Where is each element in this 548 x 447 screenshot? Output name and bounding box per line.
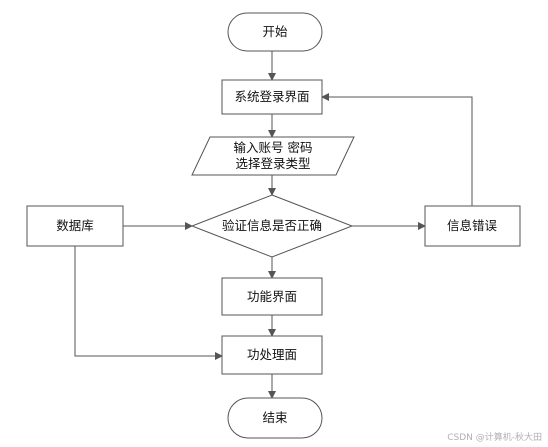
process-box (221, 335, 323, 375)
flowchart-labels: 开始 系统登录界面 输入账号 密码 选择登录类型 验证信息是否正确 数据库 信息… (56, 24, 497, 425)
start-label: 开始 (262, 24, 288, 39)
flowchart-nodes (26, 12, 521, 439)
end-terminator (227, 397, 323, 439)
function-ui-box (221, 277, 323, 316)
process-label: 功处理面 (247, 347, 297, 362)
verify-decision (190, 194, 354, 258)
login-ui-label: 系统登录界面 (234, 89, 309, 104)
watermark: CSDN @计算机-秋大田 (447, 433, 542, 443)
edge-database-to-process (74, 246, 223, 360)
info-error-box (424, 205, 521, 247)
database-box (26, 205, 124, 247)
start-terminator (227, 12, 323, 52)
input-label-line2: 选择登录类型 (235, 156, 310, 171)
flowchart-edges (74, 51, 473, 399)
end-label: 结束 (262, 410, 288, 425)
database-label: 数据库 (56, 218, 94, 233)
login-ui-box (221, 79, 323, 115)
edge-error-to-login (321, 93, 473, 206)
input-label-line1: 输入账号 密码 (234, 140, 313, 155)
verify-label: 验证信息是否正确 (222, 218, 322, 233)
info-error-label: 信息错误 (447, 218, 498, 233)
input-parallelogram (191, 136, 355, 176)
function-ui-label: 功能界面 (247, 289, 297, 304)
